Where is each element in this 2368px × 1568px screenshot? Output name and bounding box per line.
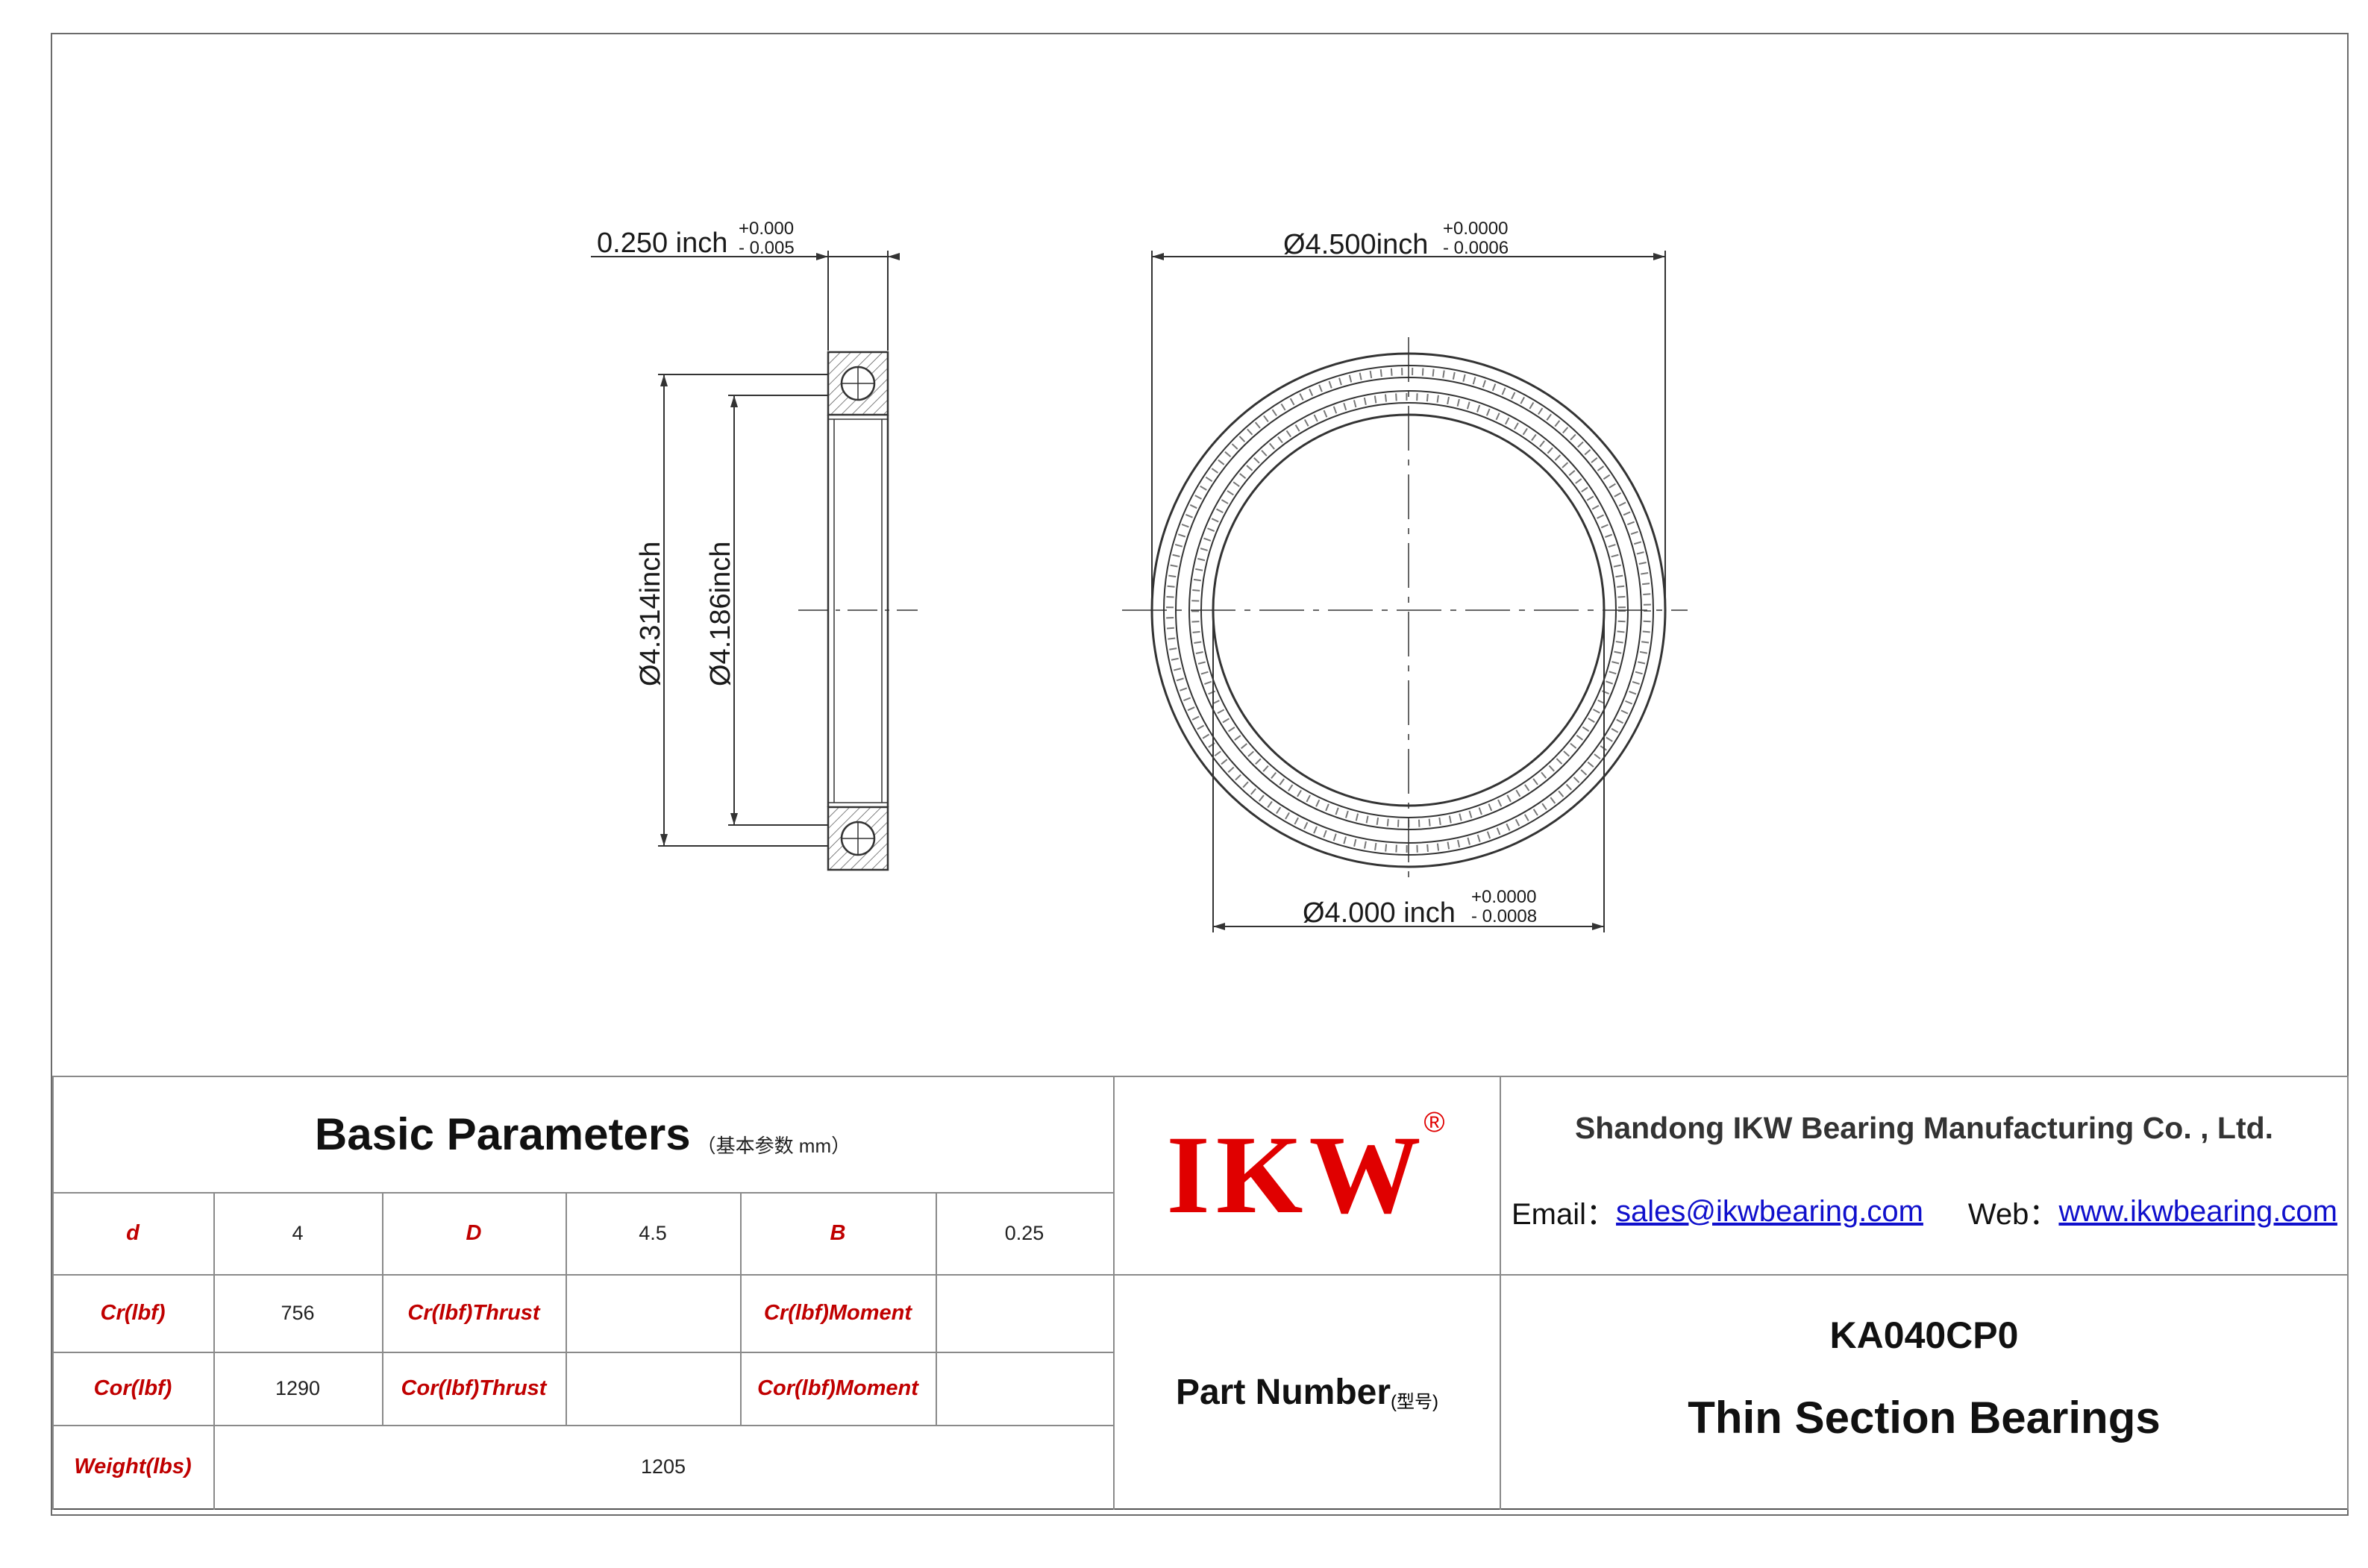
registered-mark: ® <box>1423 1106 1445 1138</box>
drawing-sheet <box>51 33 2349 1516</box>
label-cr-thrust: Cr(lbf)Thrust <box>407 1300 540 1325</box>
company-name: Shandong IKW Bearing Manufacturing Co. ,… <box>1574 1110 2274 1145</box>
label-cr-moment: Cr(lbf)Moment <box>763 1300 912 1325</box>
outer-dia-dim: Ø4.500inch <box>1283 229 1428 260</box>
side-width-dim: 0.250 inch <box>597 228 727 259</box>
side-dimensions <box>591 251 889 847</box>
outer-dia-tol-plus: +0.0000 <box>1443 219 1508 239</box>
value-cr-thrust <box>566 1274 740 1352</box>
params-title: Basic Parameters （基本参数 mm） <box>52 1076 1113 1192</box>
label-cr: Cr(lbf) <box>100 1300 166 1325</box>
value-weight: 1205 <box>640 1455 686 1478</box>
bore-dia-dim: Ø4.000 inch <box>1303 897 1456 929</box>
label-D: D <box>466 1220 482 1245</box>
front-view <box>1122 337 1688 877</box>
side-width-tol-minus: - 0.005 <box>739 238 795 258</box>
product-type: Thin Section Bearings <box>1688 1392 2161 1443</box>
label-cor: Cor(lbf) <box>93 1376 172 1400</box>
ikw-logo-text: IKW <box>1166 1113 1427 1237</box>
front-dimensions <box>1151 251 1666 932</box>
side-view <box>798 351 918 871</box>
label-B: B <box>830 1220 846 1245</box>
part-number-label: Part Number(型号) <box>1115 1276 1500 1508</box>
side-width-tol-plus: +0.000 <box>739 219 794 239</box>
value-B: 0.25 <box>1004 1221 1044 1244</box>
email-label: Email： <box>1512 1198 1617 1231</box>
params-title-text: Basic Parameters <box>314 1108 691 1159</box>
value-cor: 1290 <box>275 1376 321 1399</box>
params-title-sub: （基本参数 mm） <box>696 1134 851 1157</box>
label-cor-moment: Cor(lbf)Moment <box>757 1376 918 1400</box>
bearing-drawing: 0.250 inch +0.000 - 0.005 Ø4.314inch Ø4.… <box>591 219 1688 932</box>
value-d: 4 <box>292 1221 304 1244</box>
part-number-label-text: Part Number <box>1175 1372 1391 1412</box>
dia-b-dim: Ø4.186inch <box>705 542 736 686</box>
dia-a-dim: Ø4.314inch <box>635 542 666 686</box>
label-weight: Weight(lbs) <box>74 1454 192 1478</box>
ikw-logo: IKW® <box>1115 1076 1500 1274</box>
bore-dia-tol-plus: +0.0000 <box>1471 887 1536 907</box>
email-link[interactable]: sales@ikwbearing.com <box>1616 1194 1923 1228</box>
value-cr-moment <box>936 1274 1113 1352</box>
value-D: 4.5 <box>639 1221 667 1244</box>
web-link[interactable]: www.ikwbearing.com <box>2058 1194 2337 1228</box>
web-label: Web： <box>1967 1198 2059 1231</box>
bore-dia-tol-minus: - 0.0008 <box>1471 906 1537 926</box>
value-cor-moment <box>936 1352 1113 1425</box>
label-cor-thrust: Cor(lbf)Thrust <box>401 1376 547 1400</box>
part-number-label-sub: (型号) <box>1391 1391 1439 1412</box>
contact-line: Email： sales@ikwbearing.com Web： www.ikw… <box>1501 1171 2347 1252</box>
label-d: d <box>126 1220 140 1245</box>
outer-dia-tol-minus: - 0.0006 <box>1443 238 1509 258</box>
part-number: KA040CP0 <box>1829 1314 2019 1356</box>
value-cor-thrust <box>566 1352 740 1425</box>
value-cr: 756 <box>281 1301 315 1324</box>
